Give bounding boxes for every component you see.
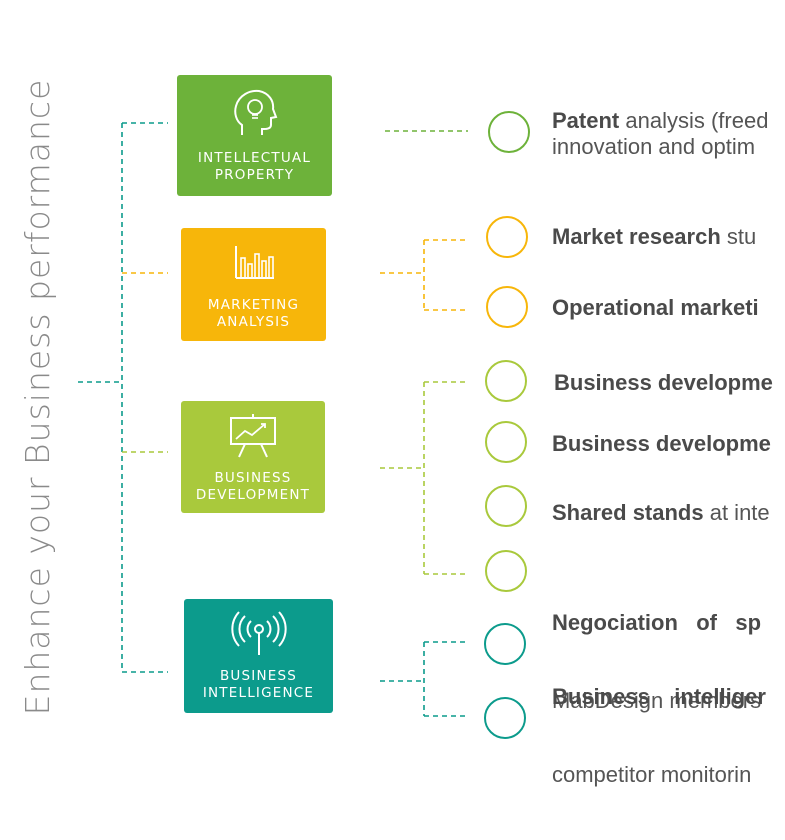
item-rest: at inte bbox=[703, 500, 770, 525]
item-text-shared-stands: Shared stands at inte bbox=[552, 500, 785, 526]
item-circle bbox=[485, 360, 527, 402]
item-bold: Negociation of sp bbox=[552, 610, 762, 635]
box-business-development: BUSINESS DEVELOPMENT bbox=[181, 401, 325, 513]
box-label: BUSINESS INTELLIGENCE bbox=[184, 668, 333, 702]
box-label-line1: INTELLECTUAL bbox=[197, 150, 312, 166]
item-circle bbox=[485, 485, 527, 527]
presentation-board-icon bbox=[230, 414, 276, 458]
box-label-line1: BUSINESS bbox=[219, 668, 298, 684]
box-label: BUSINESS DEVELOPMENT bbox=[181, 470, 325, 504]
item-circle bbox=[488, 111, 530, 153]
box-label-line2: DEVELOPMENT bbox=[195, 487, 311, 503]
item-bold: Business developme bbox=[552, 431, 771, 456]
item-bold: Business intelliger bbox=[552, 684, 766, 709]
bar-chart-icon bbox=[234, 246, 274, 279]
item-circle bbox=[485, 550, 527, 592]
item-line2: innovation and optim bbox=[552, 134, 756, 159]
item-circle bbox=[485, 421, 527, 463]
item-text-market-research: Market research stu bbox=[552, 224, 785, 250]
item-bold: Patent bbox=[552, 108, 620, 133]
item-text-patent: Patent analysis (freed innovation and op… bbox=[552, 108, 785, 160]
box-label-line2: ANALYSIS bbox=[216, 314, 291, 330]
box-marketing-analysis: MARKETING ANALYSIS bbox=[181, 228, 326, 341]
item-text-operational-marketing: Operational marketi bbox=[552, 295, 785, 321]
broadcast-antenna-icon bbox=[230, 611, 287, 655]
box-label-line1: BUSINESS bbox=[214, 470, 292, 486]
item-text-business-intelligence: Business intelliger competitor monitorin bbox=[552, 632, 785, 840]
box-label: MARKETING ANALYSIS bbox=[181, 297, 326, 331]
item-circle bbox=[484, 623, 526, 665]
box-label-line2: PROPERTY bbox=[214, 167, 295, 183]
item-text-business-development-2: Business developme bbox=[552, 431, 785, 457]
item-rest: analysis (freed bbox=[619, 108, 769, 133]
item-bold: Business developme bbox=[554, 370, 773, 395]
box-intellectual-property: INTELLECTUAL PROPERTY bbox=[177, 75, 332, 196]
box-label-line1: MARKETING bbox=[207, 297, 300, 313]
box-business-intelligence: BUSINESS INTELLIGENCE bbox=[184, 599, 333, 713]
item-bold: Operational marketi bbox=[552, 295, 759, 320]
item-circle bbox=[484, 697, 526, 739]
item-bold: Shared stands bbox=[552, 500, 704, 525]
item-circle bbox=[486, 216, 528, 258]
item-line2: competitor monitorin bbox=[552, 762, 752, 787]
head-lightbulb-icon bbox=[233, 89, 277, 135]
item-text-business-development-1: Business developme bbox=[554, 370, 785, 396]
item-line2: MabDesign members bbox=[552, 688, 762, 713]
item-bold: Market research bbox=[552, 224, 721, 249]
box-label-line2: INTELLIGENCE bbox=[202, 685, 315, 701]
item-circle bbox=[486, 286, 528, 328]
box-label: INTELLECTUAL PROPERTY bbox=[177, 150, 332, 184]
connector-lines bbox=[78, 122, 468, 717]
item-text-negociation: Negociation of sp MabDesign members bbox=[552, 558, 785, 766]
item-rest: stu bbox=[720, 224, 757, 249]
diagram: Enhance your Business performance bbox=[18, 75, 785, 787]
